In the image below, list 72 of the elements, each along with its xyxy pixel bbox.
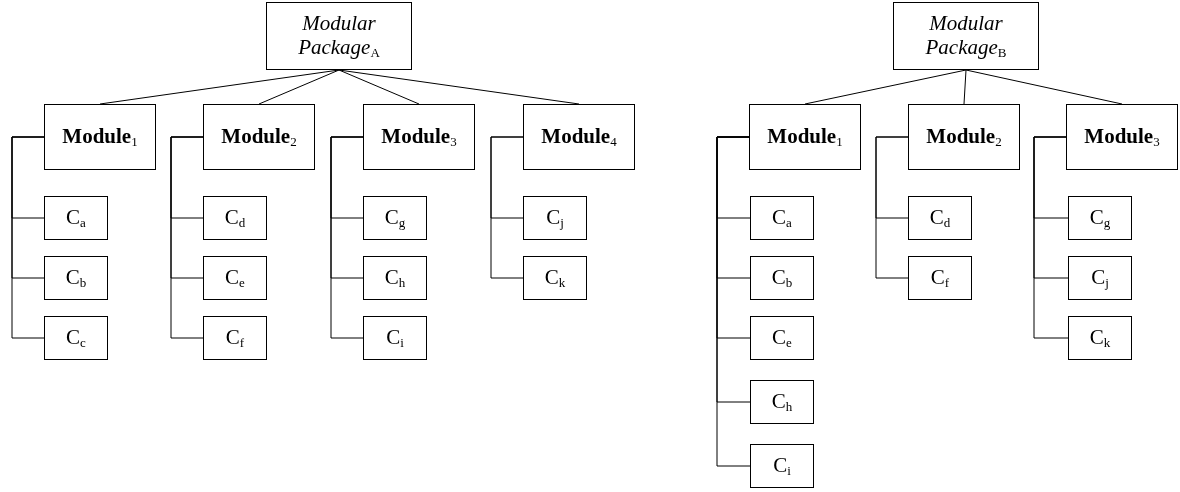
module-box — [1066, 104, 1178, 170]
node-label: Module$_{2}$ — [221, 123, 297, 151]
component-box — [363, 316, 427, 360]
node-label: C$_{e}$ — [225, 264, 245, 292]
node-label: C$_{h}$ — [771, 388, 793, 416]
node-label: C$_{b}$ — [65, 264, 87, 292]
component-box — [44, 316, 108, 360]
package-box — [893, 2, 1039, 70]
connector-line — [258, 69, 340, 105]
node-label: C$_{g}$ — [384, 204, 406, 232]
node-label: C$_{d}$ — [929, 204, 951, 232]
node-label: C$_{b}$ — [771, 264, 793, 292]
component-box — [750, 316, 814, 360]
component-box — [203, 196, 267, 240]
node-label: C$_{i}$ — [773, 452, 791, 480]
component-box — [44, 196, 108, 240]
component-box — [750, 196, 814, 240]
component-box — [1068, 196, 1132, 240]
node-label: C$_{e}$ — [772, 324, 792, 352]
component-box — [1068, 256, 1132, 300]
connector-line — [965, 69, 1123, 105]
component-box — [908, 256, 972, 300]
package-box — [266, 2, 412, 70]
connector-line — [716, 136, 751, 467]
connector-line — [1033, 136, 1069, 339]
connector-line — [170, 136, 204, 339]
node-label: C$_{d}$ — [224, 204, 246, 232]
component-box — [44, 256, 108, 300]
module-box — [44, 104, 156, 170]
node-label: C$_{j}$ — [546, 204, 564, 232]
connector-line — [330, 136, 364, 339]
node-label: Module$_{4}$ — [541, 123, 617, 151]
component-box — [1068, 316, 1132, 360]
component-box — [203, 256, 267, 300]
node-label: C$_{h}$ — [384, 264, 406, 292]
module-box — [363, 104, 475, 170]
connector-line — [804, 69, 967, 105]
node-label: C$_{a}$ — [66, 204, 86, 232]
component-box — [750, 444, 814, 488]
module-box — [203, 104, 315, 170]
node-label: Module$_{1}$ — [62, 123, 138, 151]
connector-line — [11, 136, 45, 339]
node-label: C$_{j}$ — [1091, 264, 1109, 292]
connector-line — [963, 69, 967, 105]
node-label: Module$_{2}$ — [926, 123, 1002, 151]
connector-line — [490, 136, 524, 279]
node-label: Modular Package$_{A}$ — [297, 10, 381, 62]
node-label: Module$_{1}$ — [767, 123, 843, 151]
component-box — [523, 196, 587, 240]
node-label: Module$_{3}$ — [381, 123, 457, 151]
component-box — [523, 256, 587, 300]
component-box — [363, 256, 427, 300]
node-label: C$_{g}$ — [1089, 204, 1111, 232]
node-label: C$_{a}$ — [772, 204, 792, 232]
component-box — [908, 196, 972, 240]
node-label: C$_{k}$ — [1089, 324, 1111, 352]
module-box — [523, 104, 635, 170]
node-label: C$_{f}$ — [930, 264, 950, 292]
node-label: Modular Package$_{B}$ — [924, 10, 1008, 62]
node-label: C$_{i}$ — [386, 324, 404, 352]
module-box — [908, 104, 1020, 170]
connector-line — [338, 69, 420, 105]
component-box — [203, 316, 267, 360]
component-box — [750, 256, 814, 300]
node-label: C$_{k}$ — [544, 264, 566, 292]
node-label: Module$_{3}$ — [1084, 123, 1160, 151]
module-box — [749, 104, 861, 170]
component-box — [750, 380, 814, 424]
connector-line — [875, 136, 909, 279]
component-box — [363, 196, 427, 240]
node-label: C$_{c}$ — [66, 324, 86, 352]
node-label: C$_{f}$ — [225, 324, 245, 352]
